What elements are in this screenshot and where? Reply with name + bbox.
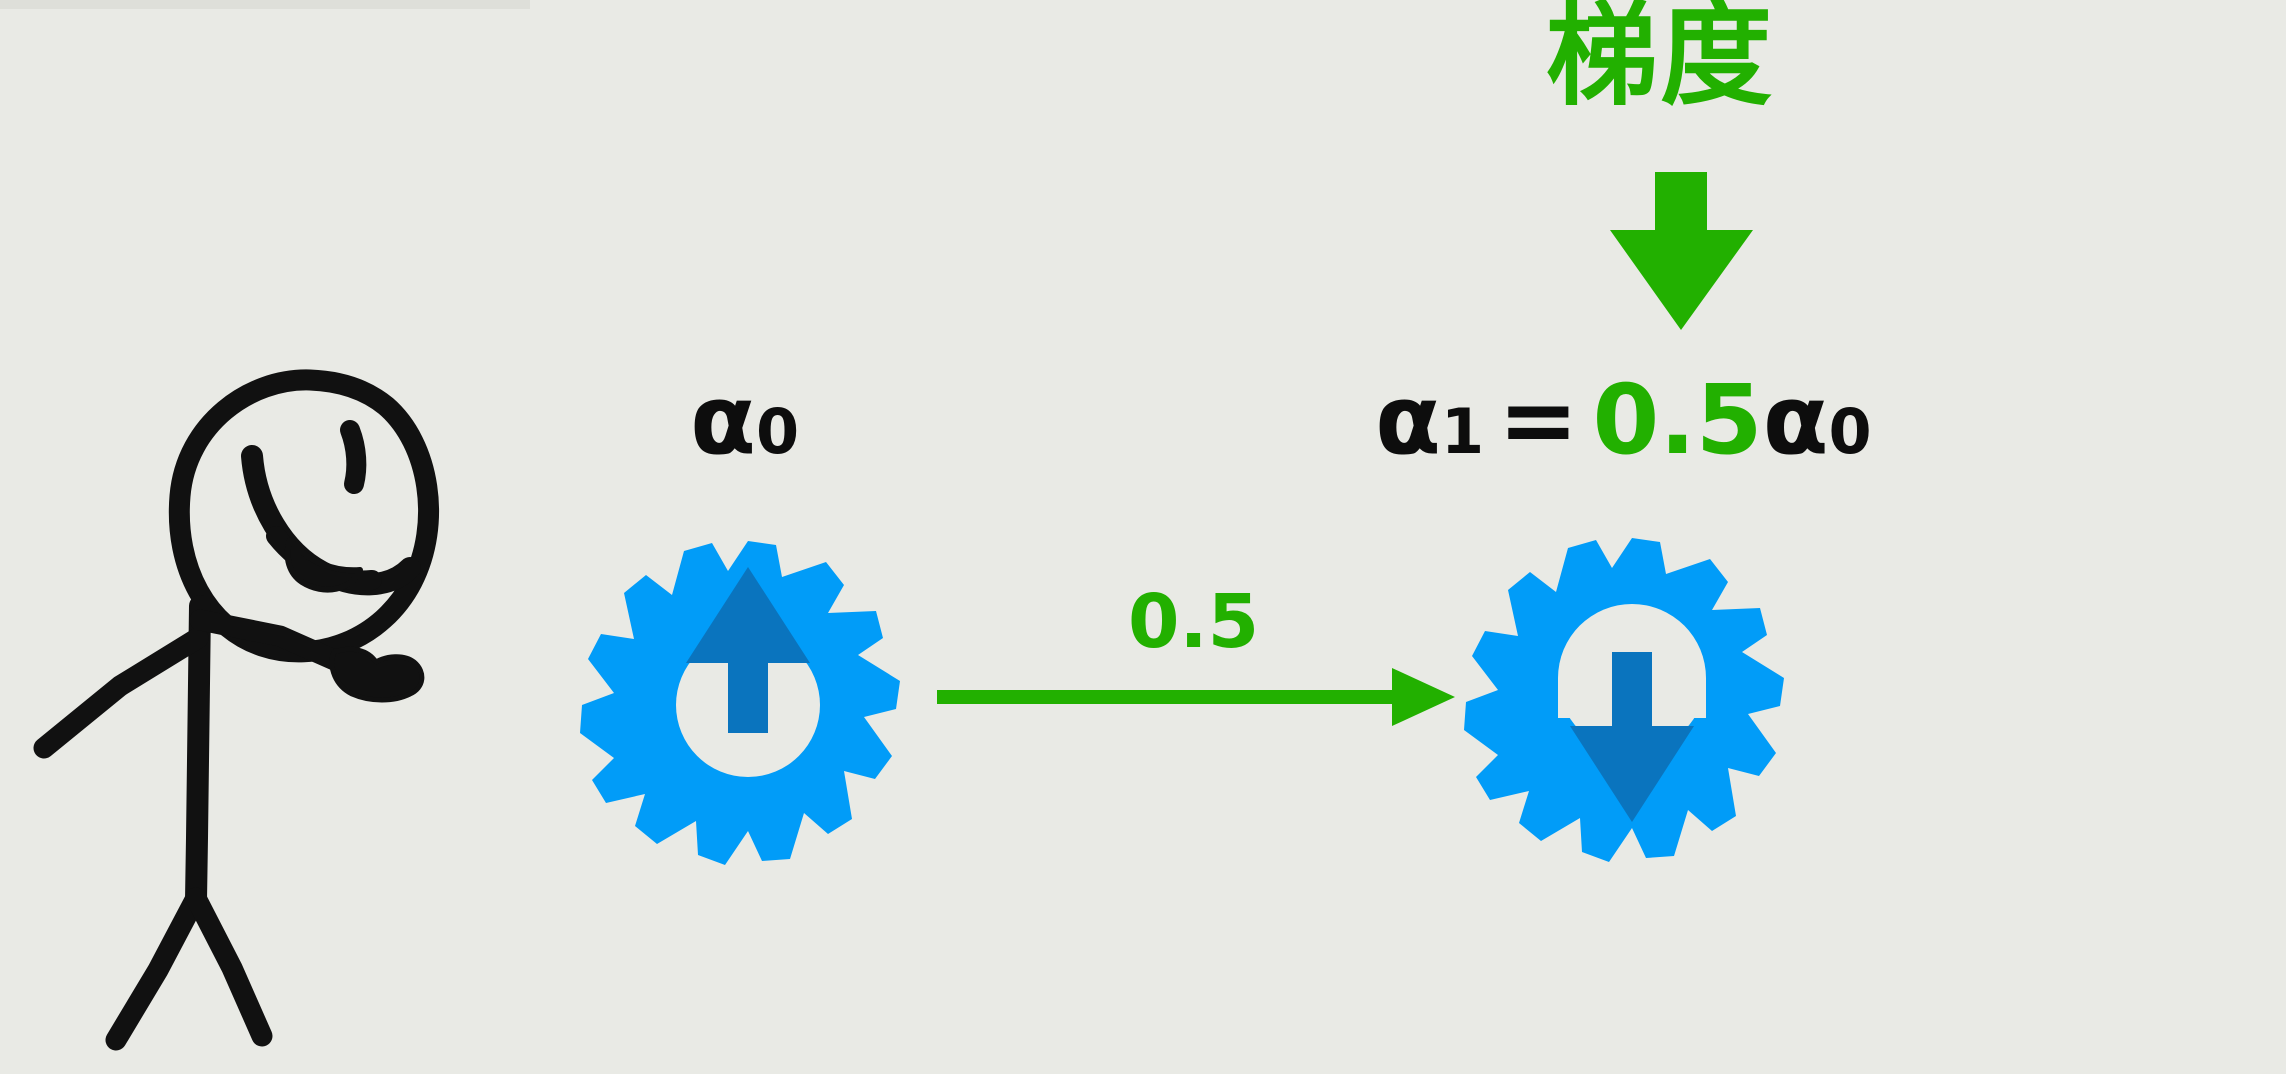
equation-lhs: α: [1375, 364, 1441, 476]
arrow-right-icon: [937, 668, 1455, 726]
gear-icon-left: [580, 541, 900, 865]
gear-icon-right: [1464, 538, 1784, 862]
top-letterbox-band: [0, 0, 530, 9]
arm-right: [189, 609, 359, 677]
arrow-down-icon: [1570, 652, 1694, 822]
equation-rhs-subscript: 0: [1828, 395, 1872, 468]
leg-left: [105, 887, 207, 1051]
gradient-title: 梯度: [1546, 0, 1774, 121]
alpha-symbol: α: [690, 364, 756, 476]
equation-rhs: α: [1762, 364, 1829, 476]
update-equation: α1=0.5α0: [1375, 372, 1872, 468]
stick-figure-pointing-icon: [33, 369, 439, 1051]
arrow-up-icon: [686, 567, 810, 733]
head-outline: [168, 369, 439, 663]
arrow-down-icon: [1610, 172, 1753, 330]
initial-parameter-label: α0: [690, 372, 799, 468]
equation-operator: =: [1498, 364, 1579, 476]
arm-left: [33, 627, 209, 759]
pointing-hand-icon: [329, 646, 425, 703]
equation-lhs-subscript: 1: [1440, 395, 1485, 468]
leg-right: [185, 887, 273, 1047]
eye: [340, 420, 367, 494]
alpha-subscript: 0: [755, 395, 800, 468]
torso: [185, 595, 211, 911]
equation-coefficient: 0.5: [1592, 364, 1763, 476]
teeth: [284, 537, 363, 593]
scaling-factor-label: 0.5: [1128, 579, 1260, 665]
